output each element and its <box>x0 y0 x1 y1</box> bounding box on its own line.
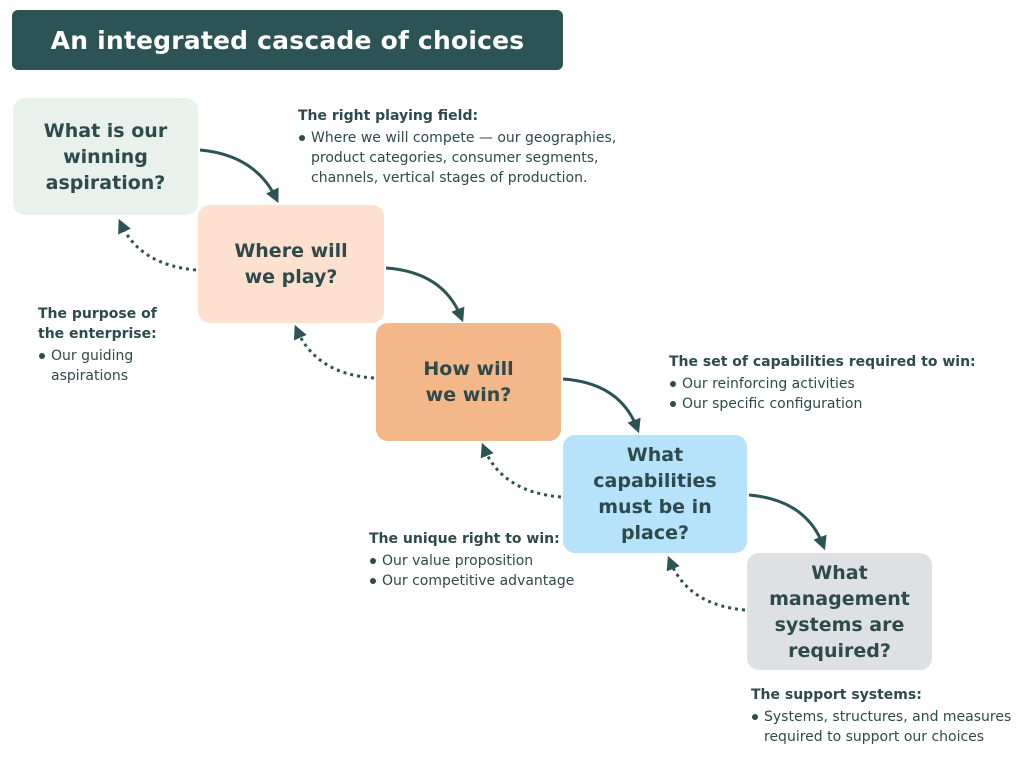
title-banner: An integrated cascade of choices <box>12 10 563 70</box>
note-item: Our competitive advantage <box>369 571 609 591</box>
note-item: Our specific configuration <box>669 394 989 414</box>
note-item: Our value proposition <box>369 551 609 571</box>
note-capabilities: The set of capabilities required to win:… <box>669 352 989 414</box>
box-management-systems: What management systems are required? <box>747 553 932 670</box>
box-label: Where will we play? <box>234 240 348 288</box>
note-list: Our reinforcing activities Our specific … <box>669 374 989 414</box>
note-heading: The set of capabilities required to win: <box>669 354 976 370</box>
backward-arrow-icon-4 <box>666 555 746 612</box>
box-label: How will we win? <box>423 358 514 406</box>
note-purpose: The purpose of the enterprise: Our guidi… <box>38 304 198 386</box>
box-capabilities: What capabilities must be in place? <box>563 435 747 553</box>
box-label: What is our winning aspiration? <box>43 119 168 194</box>
note-heading: The unique right to win: <box>369 531 560 547</box>
box-label: What capabilities must be in place? <box>593 444 717 544</box>
backward-arrow-icon-1 <box>118 218 197 272</box>
note-item: Systems, structures, and measures requir… <box>751 707 1016 747</box>
box-where-to-play: Where will we play? <box>198 205 384 323</box>
note-item: Our guiding aspirations <box>38 346 198 386</box>
note-list: Our guiding aspirations <box>38 346 198 386</box>
note-support-systems: The support systems: Systems, structures… <box>751 685 1016 747</box>
note-item: Where we will compete — our geographies,… <box>298 128 658 188</box>
note-heading: The purpose of the enterprise: <box>38 306 157 342</box>
page-title: An integrated cascade of choices <box>50 25 525 55</box>
note-list: Our value proposition Our competitive ad… <box>369 551 609 591</box>
backward-arrow-icon-3 <box>480 442 562 499</box>
forward-arrow-icon-4 <box>748 493 827 551</box>
note-heading: The support systems: <box>751 687 922 703</box>
note-list: Systems, structures, and measures requir… <box>751 707 1016 747</box>
note-playing-field: The right playing field: Where we will c… <box>298 106 658 188</box>
note-list: Where we will compete — our geographies,… <box>298 128 658 188</box>
box-winning-aspiration: What is our winning aspiration? <box>13 98 198 215</box>
forward-arrow-icon-1 <box>199 148 279 204</box>
forward-arrow-icon-3 <box>562 377 641 434</box>
note-right-to-win: The unique right to win: Our value propo… <box>369 529 609 591</box>
note-heading: The right playing field: <box>298 108 479 124</box>
forward-arrow-icon-2 <box>385 266 465 323</box>
backward-arrow-icon-2 <box>293 324 375 380</box>
note-item: Our reinforcing activities <box>669 374 989 394</box>
box-label: What management systems are required? <box>769 561 910 662</box>
box-how-to-win: How will we win? <box>376 323 561 441</box>
